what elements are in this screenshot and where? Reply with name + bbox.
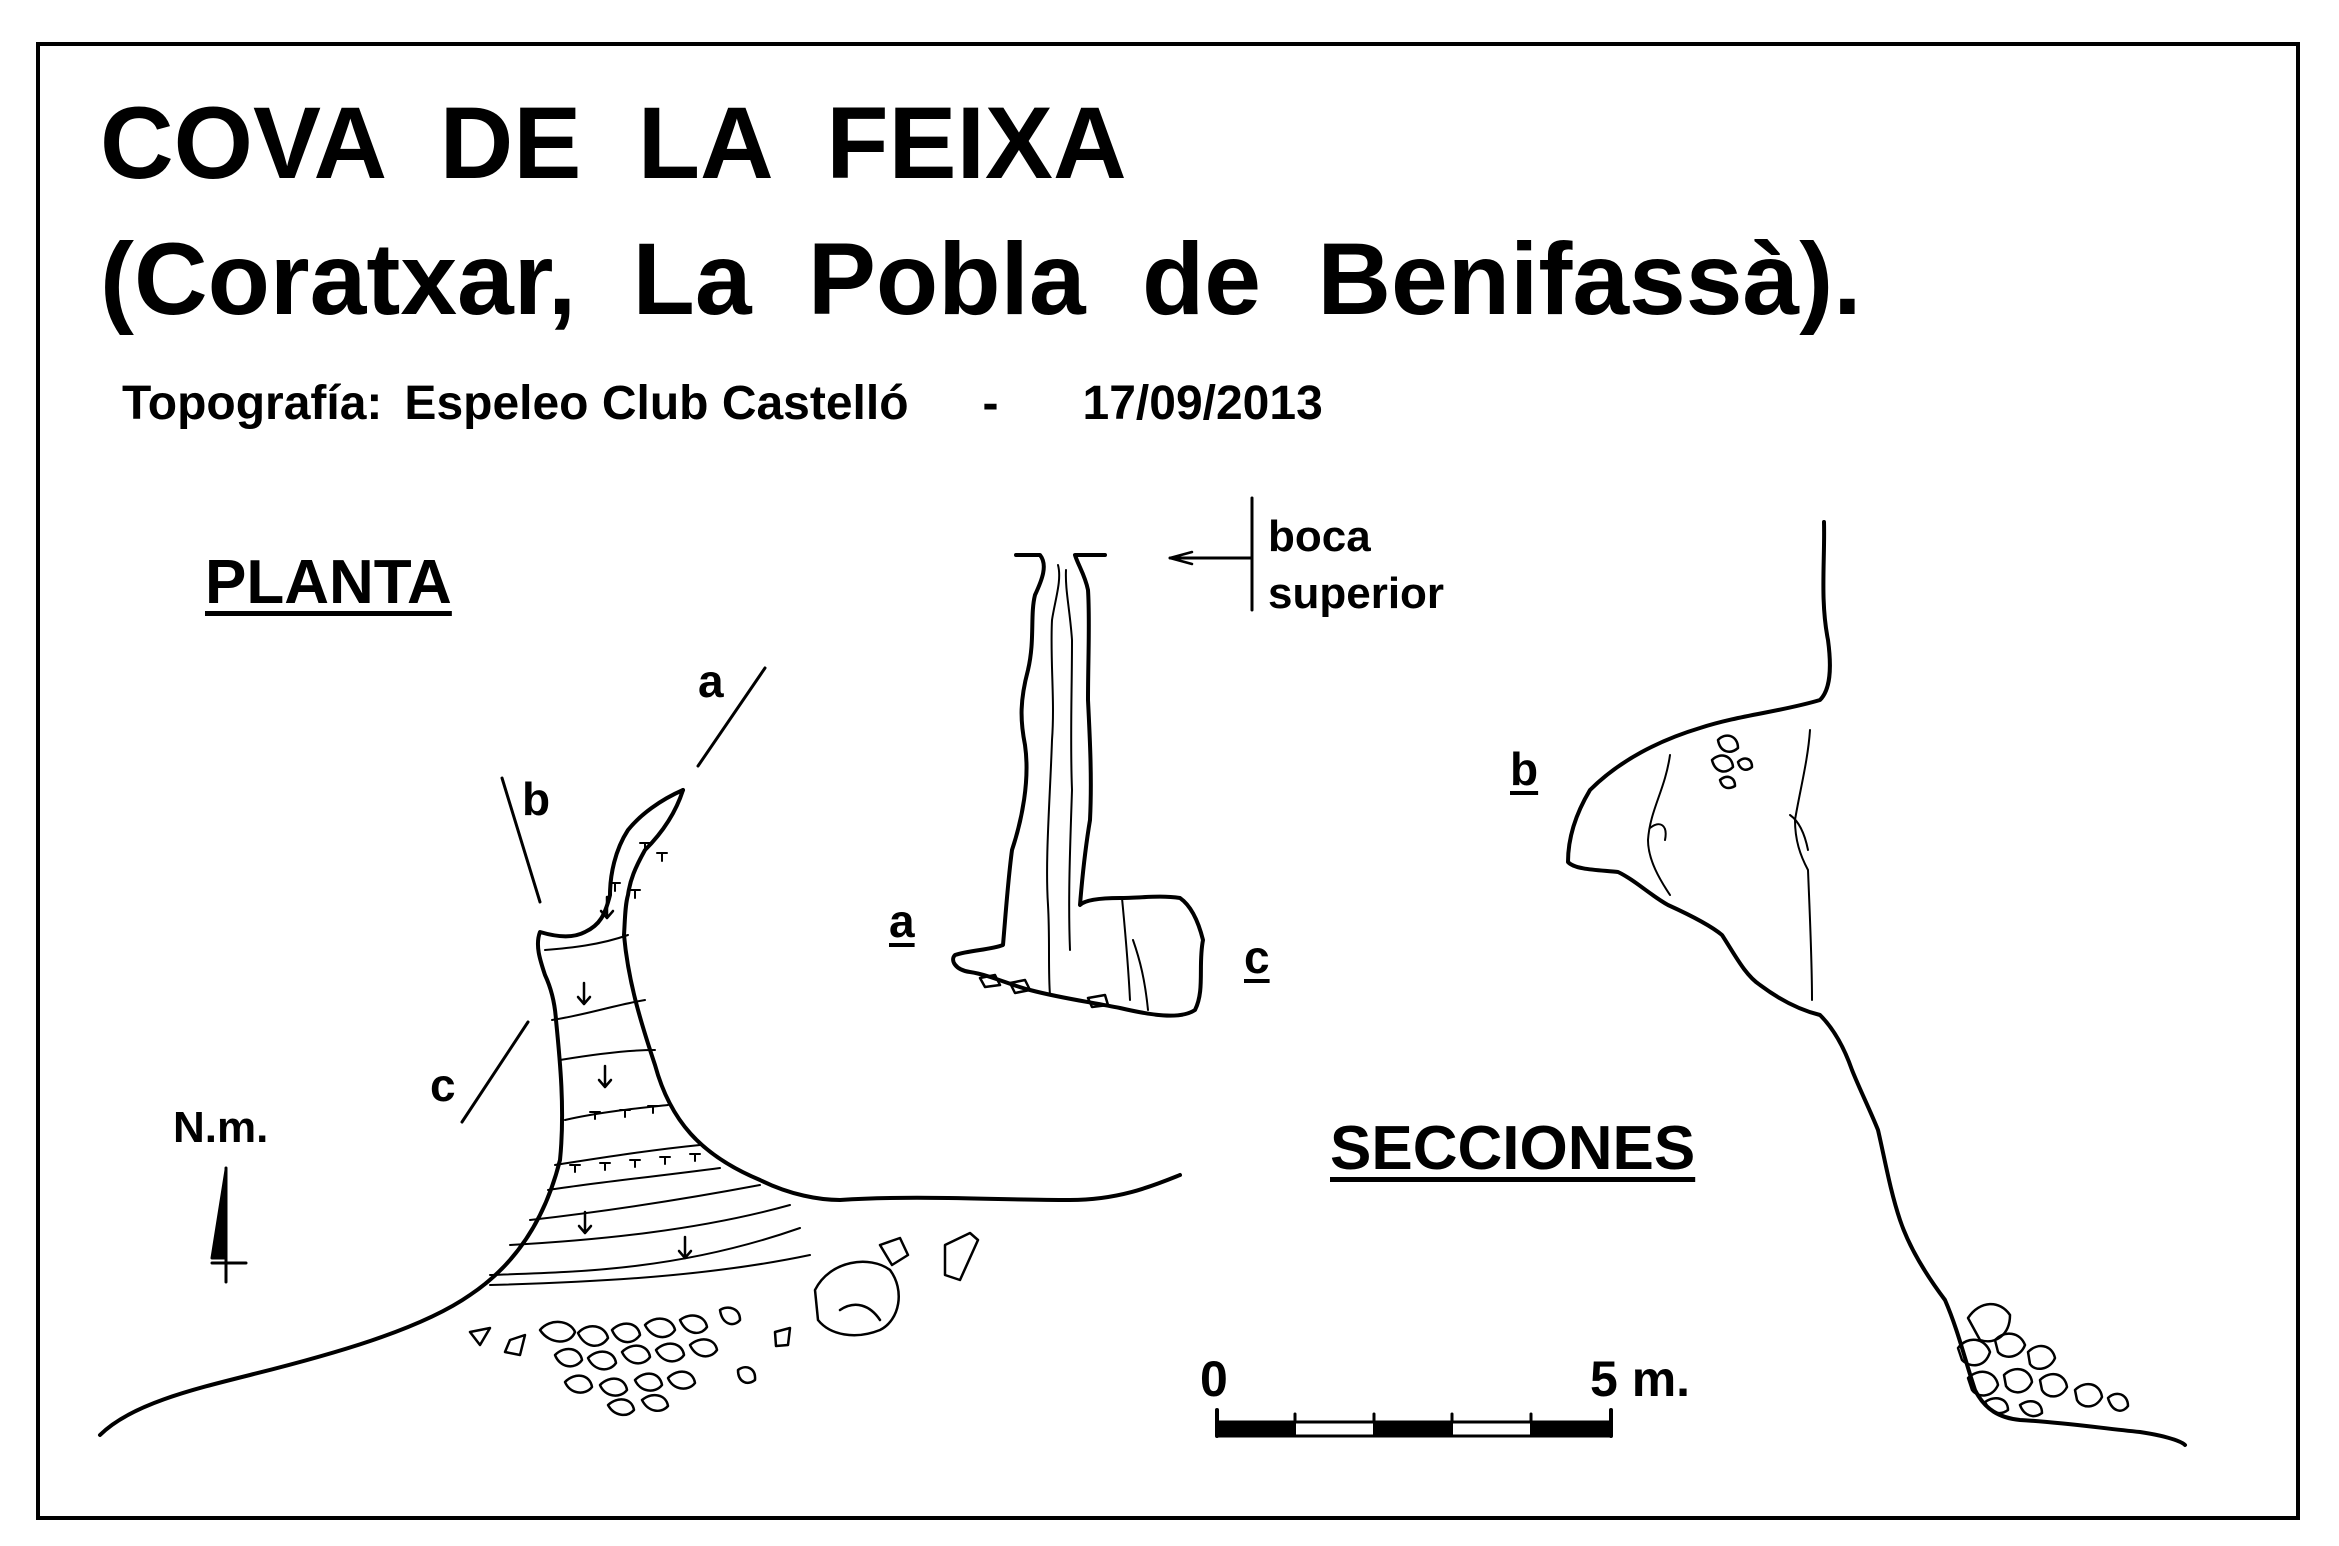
scale-end-label: 5 m. — [1590, 1351, 1691, 1407]
plan-mark-a: a — [698, 655, 724, 707]
plan-mark-b: b — [522, 773, 551, 825]
credits-date: 17/09/2013 — [1082, 377, 1323, 430]
section-label-c: c — [1244, 931, 1270, 983]
plan-section-cuts — [460, 666, 767, 1124]
map-frame — [36, 42, 2300, 1520]
credits-separator: - — [982, 377, 999, 430]
scale-bar — [1215, 1408, 1613, 1438]
cave-title: COVA DE LA FEIXA — [100, 86, 1127, 200]
section-b-rocks — [1710, 734, 1754, 790]
section-b-outline — [1566, 520, 2187, 1447]
sections-heading: SECCIONES — [1330, 1114, 1696, 1183]
north-label: N.m. — [173, 1103, 269, 1152]
entrance-label: boca superior — [1268, 508, 1444, 622]
section-label-a: a — [889, 895, 915, 947]
plan-floor-lines — [489, 934, 811, 1286]
credits-author: Espeleo Club Castelló — [404, 377, 909, 430]
plan-boulders — [468, 1231, 980, 1417]
section-b-boulders — [1956, 1302, 2130, 1418]
section-ac-outline — [951, 553, 1205, 1018]
plan-heading: PLANTA — [205, 548, 452, 617]
cave-location: (Coratxar, La Pobla de Benifassà). — [100, 222, 1862, 336]
survey-credits: Topografía: Espeleo Club Castelló - 17/09/2… — [122, 380, 1323, 428]
entrance-label-line2: superior — [1268, 569, 1445, 619]
plan-outline — [98, 788, 1182, 1437]
scale-start-label: 0 — [1200, 1351, 1228, 1407]
plan-slope-arrows — [576, 895, 693, 1260]
entrance-marker — [1168, 496, 1254, 612]
north-arrow — [210, 1166, 248, 1284]
section-label-b: b — [1510, 743, 1539, 795]
entrance-label-line1: boca — [1268, 512, 1371, 561]
credits-label: Topografía: — [122, 377, 383, 430]
plan-mark-c: c — [430, 1059, 456, 1111]
plan-ledge-marks — [569, 842, 701, 1173]
